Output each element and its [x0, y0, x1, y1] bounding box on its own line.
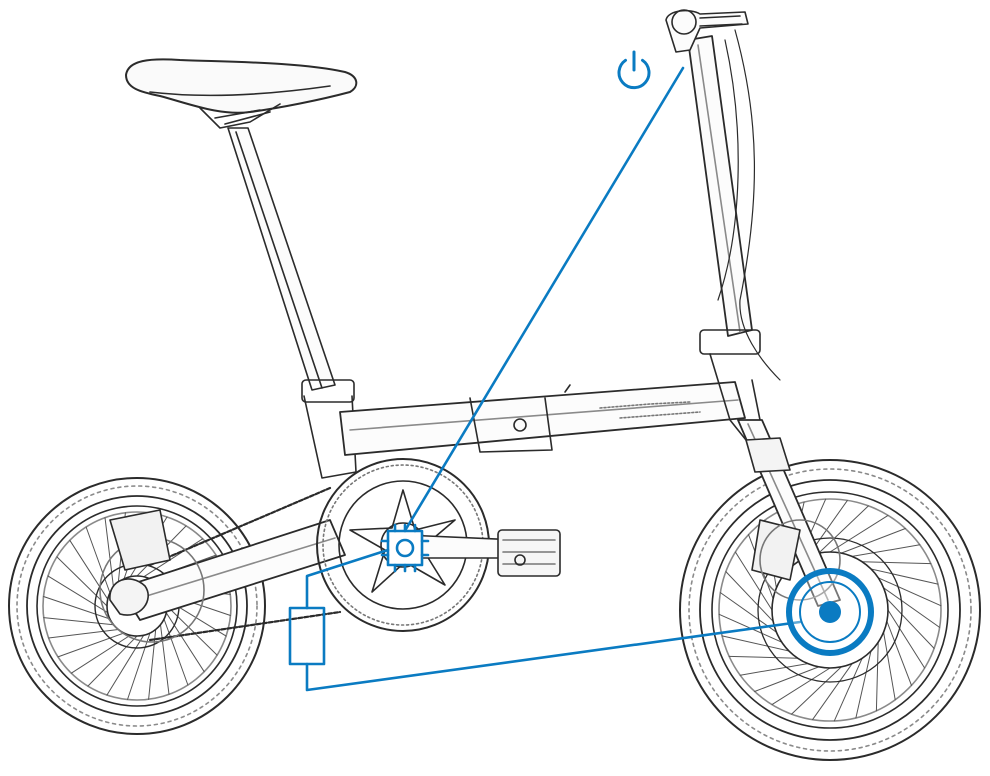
rear-brake [99, 509, 205, 643]
wheel-spoke [106, 634, 145, 696]
wheel-spoke [734, 551, 773, 611]
wheel-spoke [883, 631, 896, 701]
wheel-spoke [851, 544, 921, 557]
seat-post [227, 127, 357, 479]
wheel-spoke [829, 514, 889, 553]
wheel-spoke [883, 587, 941, 628]
wheel-spoke [127, 632, 151, 700]
electrical-system-overlay [288, 50, 874, 692]
wheel-spoke [725, 571, 774, 622]
wheel-spoke [833, 657, 863, 722]
wheel-spoke [43, 596, 111, 620]
wheel-spoke [840, 528, 906, 554]
wheel-spoke [47, 575, 109, 614]
wheel-spoke [70, 634, 131, 674]
wheel-spoke [861, 561, 932, 565]
controller-battery-wire [305, 548, 390, 610]
controller-chip-icon [380, 523, 430, 573]
front-wheel [679, 459, 981, 761]
wheel-spoke [728, 655, 799, 659]
saddle [125, 58, 358, 129]
wheel-spoke [812, 663, 853, 721]
wheel-spoke [791, 666, 842, 715]
wheel-spoke [721, 635, 790, 652]
hub-motor-icon [786, 568, 874, 656]
wheel-spoke [818, 505, 869, 554]
wheel-spoke [56, 556, 108, 607]
wheel-spoke [754, 666, 820, 692]
front-fork [737, 419, 841, 607]
wheel-spoke [85, 526, 111, 594]
wheel-spoke [771, 667, 831, 706]
chain [148, 486, 342, 642]
wheel-spoke [48, 629, 119, 639]
crank-and-pedal [404, 529, 561, 577]
wheel-spoke [875, 641, 879, 712]
power-icon [617, 50, 651, 90]
wheel-spoke [57, 632, 125, 658]
wheel-spoke [163, 618, 189, 686]
wheel-spoke [887, 609, 926, 669]
main-frame [339, 381, 746, 456]
chain-stay [109, 519, 346, 621]
wheel-spoke [160, 624, 170, 695]
wheel-spoke [104, 517, 114, 588]
wheel-spoke [877, 577, 942, 607]
wheel-spoke [165, 612, 205, 673]
front-brake [751, 519, 841, 601]
wheel-spoke [855, 650, 872, 719]
wheel-spoke [87, 635, 138, 687]
wheel-spoke [886, 620, 912, 686]
wheel-spoke [69, 539, 109, 600]
wheel-spoke [148, 629, 157, 700]
wheel-spoke [886, 598, 935, 649]
motor-wire [305, 620, 802, 692]
wheel-spoke [43, 617, 114, 626]
wheel-spoke [870, 568, 939, 585]
wheel-spoke [166, 605, 218, 656]
power-wire [401, 66, 685, 536]
wheel-spoke [739, 663, 809, 676]
wheel-spoke [143, 538, 204, 578]
